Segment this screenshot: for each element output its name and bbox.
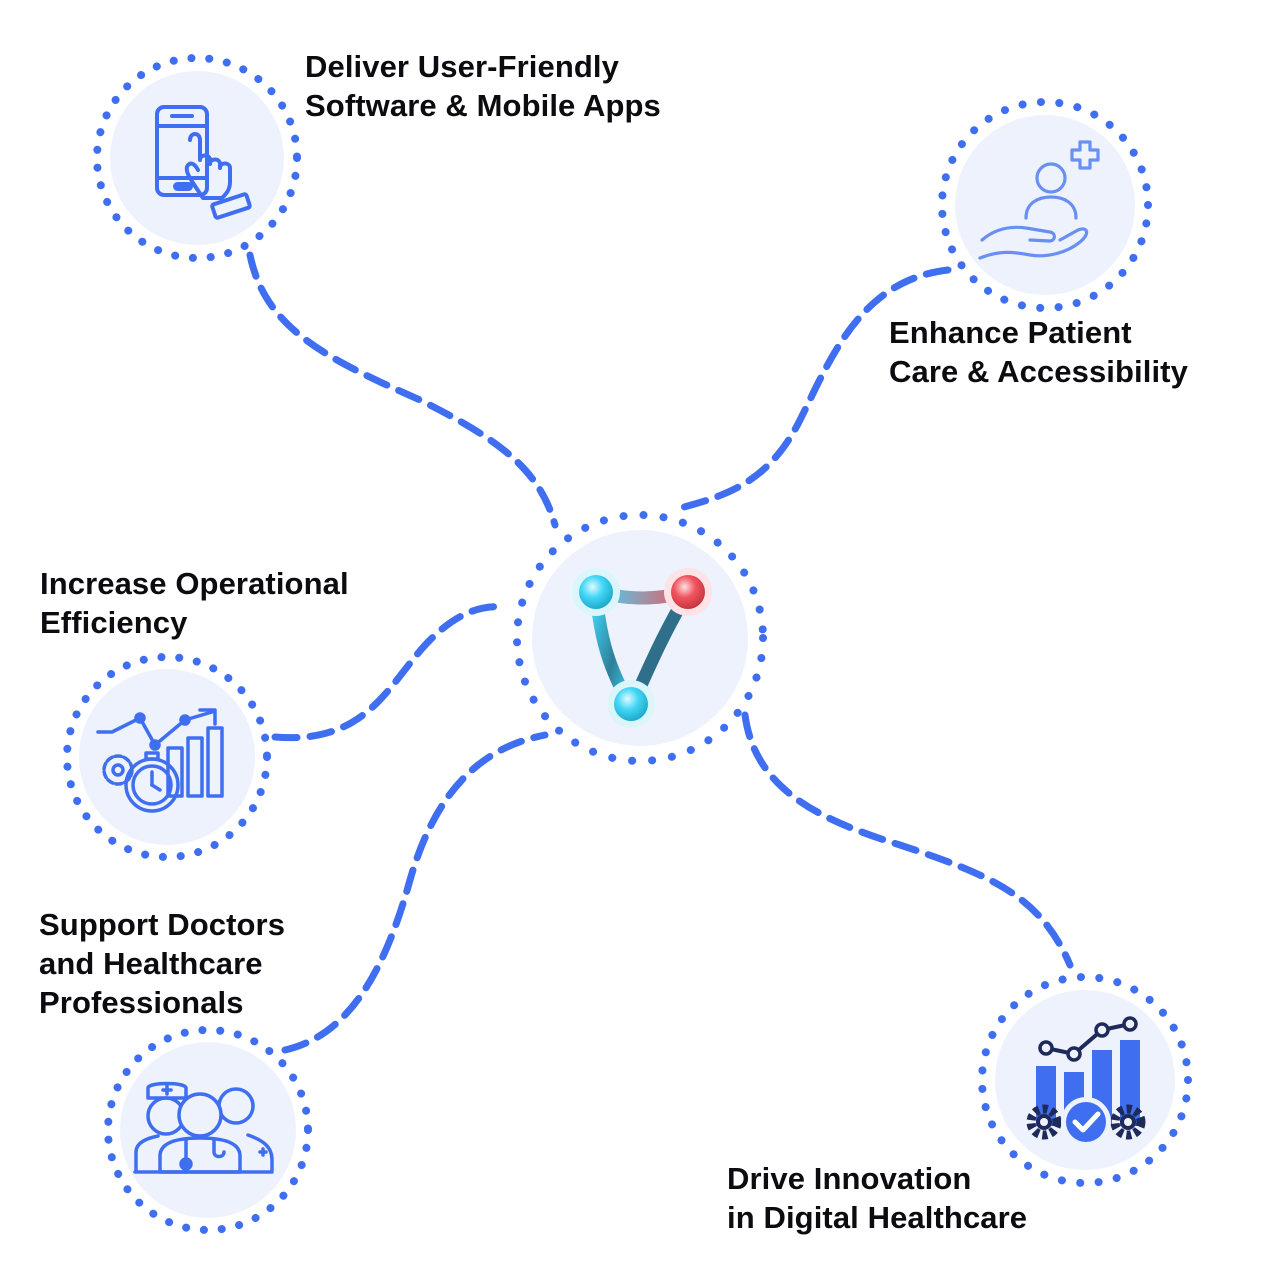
label-doctors-line-1: Support Doctors <box>39 907 286 942</box>
healthcare-team-icon <box>133 1081 274 1174</box>
patient-care-hand-icon <box>978 140 1100 260</box>
node-apps <box>93 54 301 262</box>
connector-apps <box>246 251 559 529</box>
label-efficiency-line-2: Efficiency <box>40 605 188 640</box>
label-efficiency: Increase Operational Efficiency <box>40 564 349 642</box>
connector-doctors <box>281 731 549 1054</box>
label-doctors-line-2: and Healthcare <box>39 946 263 981</box>
label-patient: Enhance Patient Care & Accessibility <box>889 313 1188 391</box>
node-efficiency <box>63 653 271 861</box>
efficiency-chart-stopwatch-icon <box>96 708 224 813</box>
label-patient-line-2: Care & Accessibility <box>889 354 1188 389</box>
label-doctors: Support Doctors and Healthcare Professio… <box>39 905 285 1022</box>
label-apps-line-1: Deliver User-Friendly <box>305 49 619 84</box>
node-patient <box>938 98 1152 312</box>
connector-innovation <box>741 711 1074 969</box>
label-innovation-line-1: Drive Innovation <box>727 1161 972 1196</box>
label-innovation-line-2: in Digital Healthcare <box>727 1200 1028 1235</box>
label-patient-line-1: Enhance Patient <box>889 315 1132 350</box>
label-doctors-line-3: Professionals <box>39 985 244 1020</box>
innovation-chart-gears-icon <box>1026 1016 1146 1147</box>
connected-nodes-logo-icon <box>572 568 712 728</box>
label-apps: Deliver User-Friendly Software & Mobile … <box>305 47 661 125</box>
label-apps-line-2: Software & Mobile Apps <box>305 88 661 123</box>
label-efficiency-line-1: Increase Operational <box>40 566 349 601</box>
mobile-touch-icon <box>155 105 252 220</box>
center-node <box>513 511 767 765</box>
node-doctors <box>104 1026 312 1234</box>
node-innovation <box>978 973 1192 1187</box>
connector-patient <box>676 266 952 512</box>
label-innovation: Drive Innovation in Digital Healthcare <box>727 1159 1027 1237</box>
connector-efficiency <box>271 603 509 742</box>
